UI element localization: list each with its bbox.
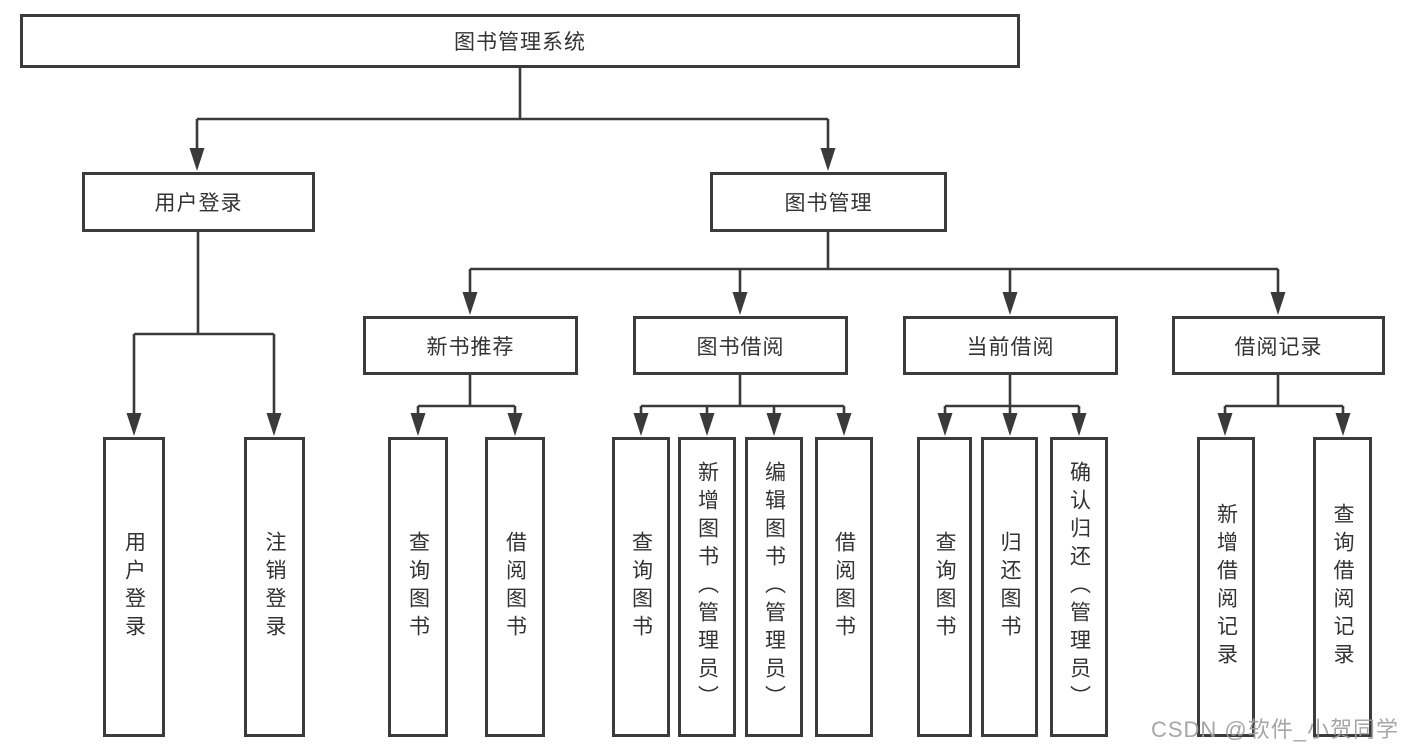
- node-root: 图书管理系统: [20, 14, 1020, 68]
- leaf-query-books-2: 查询图书: [612, 437, 670, 737]
- leaf-edit-book-admin: 编辑图书（管理员）: [745, 437, 803, 737]
- csdn-watermark: CSDN @软件_小贺同学: [1150, 717, 1399, 742]
- leaf-borrow-books-2: 借阅图书: [815, 437, 873, 737]
- leaf-query-books-3: 查询图书: [917, 437, 972, 737]
- leaf-logout: 注销登录: [244, 437, 305, 737]
- leaf-query-books-1: 查询图书: [388, 437, 448, 737]
- leaf-add-book-admin: 新增图书（管理员）: [678, 437, 736, 737]
- node-current-borrow: 当前借阅: [903, 316, 1118, 375]
- leaf-borrow-books-1: 借阅图书: [485, 437, 545, 737]
- leaf-confirm-return-admin: 确认归还（管理员）: [1050, 437, 1108, 737]
- node-borrow-records: 借阅记录: [1172, 316, 1385, 375]
- leaf-query-borrow-record: 查询借阅记录: [1313, 437, 1372, 737]
- leaf-add-borrow-record: 新增借阅记录: [1197, 437, 1255, 737]
- arrowheads: [126, 148, 1351, 436]
- node-user-login: 用户登录: [82, 172, 315, 232]
- leaf-return-book: 归还图书: [981, 437, 1038, 737]
- node-book-borrow: 图书借阅: [633, 316, 848, 375]
- node-new-book-recommend: 新书推荐: [363, 316, 578, 375]
- leaf-user-login: 用户登录: [103, 437, 165, 737]
- node-book-management: 图书管理: [710, 172, 947, 232]
